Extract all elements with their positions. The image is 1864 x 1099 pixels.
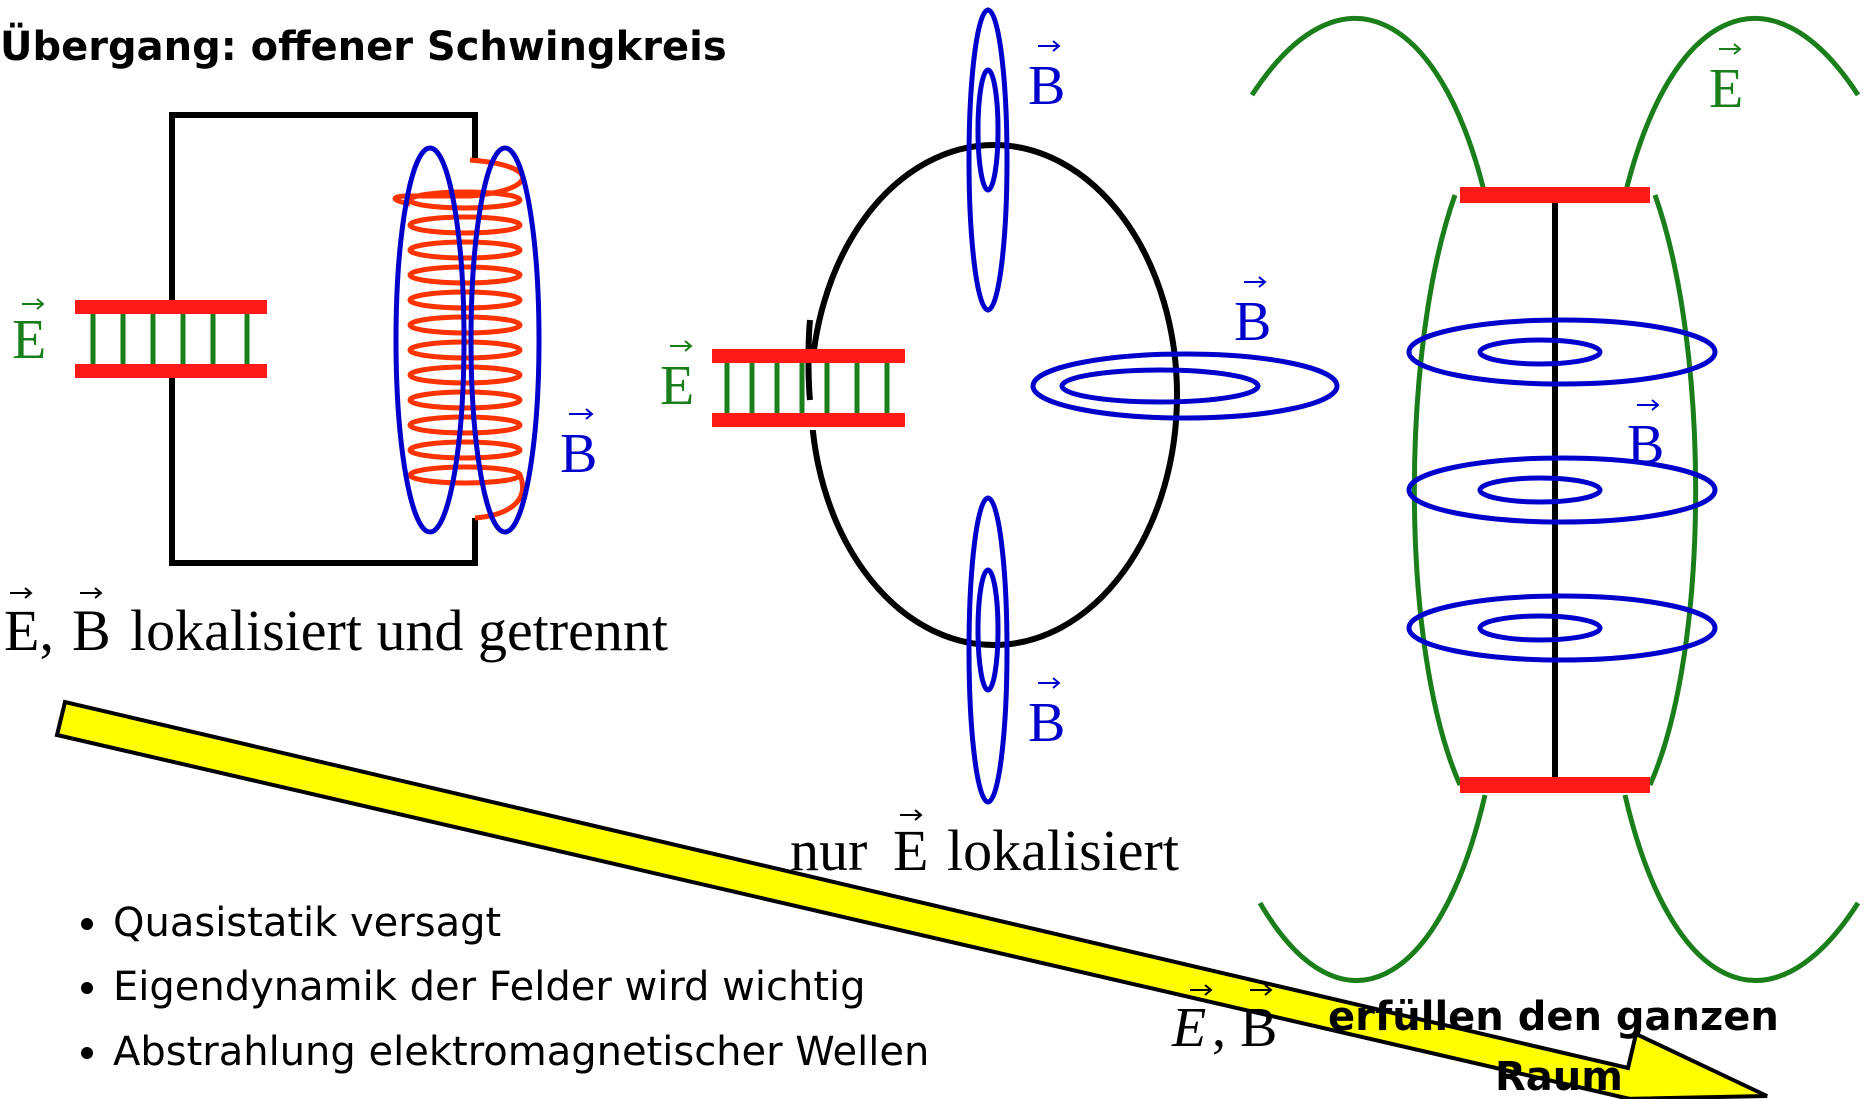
label-b-bottom: B [1028, 677, 1065, 754]
svg-text:B: B [1028, 692, 1065, 754]
ring-wire [808, 142, 1180, 648]
svg-text:E: E [1171, 997, 1206, 1059]
svg-text:B: B [1240, 997, 1277, 1059]
caption-localized-separated: E, B lokalisiert und getrennt [4, 587, 668, 663]
transition-arrow [54, 699, 1768, 1099]
svg-text:B: B [1627, 414, 1664, 476]
capacitor-ring [712, 349, 905, 427]
svg-text:B: B [560, 423, 597, 485]
ring-circuit: B B B E [660, 7, 1340, 805]
capacitor [75, 300, 267, 378]
svg-text:,: , [1212, 997, 1226, 1059]
label-e-antenna: E [1709, 43, 1743, 120]
svg-text:E: E [12, 309, 46, 371]
label-b-right: B [1234, 276, 1271, 353]
b-field-loops-bottom [966, 495, 1010, 805]
bullet-dot [81, 1047, 93, 1059]
b-field-loops-coil [393, 145, 542, 535]
coil [392, 157, 526, 521]
svg-text:Raum: Raum [1495, 1054, 1623, 1099]
svg-text:B: B [1234, 291, 1271, 353]
bullet-item: Abstrahlung elektromagnetischer Wellen [113, 1029, 929, 1075]
dipole-antenna: E B [1249, 16, 1861, 983]
label-b-antenna: B [1627, 399, 1664, 476]
caption-only-e-localized: nur E lokalisiert [790, 809, 1179, 883]
b-field-loops-right [1030, 351, 1340, 421]
svg-text:E: E [1709, 58, 1743, 120]
bullet-dot [81, 918, 93, 930]
b-field-loops-antenna [1406, 317, 1718, 663]
page-title: Übergang: offener Schwingkreis [0, 22, 727, 70]
e-field-lines [90, 314, 250, 364]
label-b-top: B [1028, 40, 1065, 117]
circuit-wire [169, 112, 478, 566]
lc-circuit: E B [12, 112, 597, 566]
bullet-item: Eigendynamik der Felder wird wichtig [113, 964, 866, 1010]
svg-text:E, B lokalisiert u: E, B lokalisiert und getrennt [4, 598, 668, 663]
svg-text:nur E lokalisiert: nur E lokalisiert [790, 818, 1179, 883]
caption-fill-space: E , B erfüllen den ganzen Raum [1171, 984, 1779, 1099]
label-b-coil: B [560, 408, 597, 485]
b-field-loops-top [966, 7, 1010, 313]
svg-text:B: B [1028, 55, 1065, 117]
svg-text:E: E [660, 355, 694, 417]
e-field-arcs [1249, 16, 1861, 983]
label-e-ring: E [660, 340, 694, 417]
svg-text:erfüllen den ganzen: erfüllen den ganzen [1328, 994, 1779, 1040]
e-field-lines [724, 363, 890, 413]
bullet-list: Quasistatik versagt Eigendynamik der Fel… [81, 900, 929, 1075]
bullet-item: Quasistatik versagt [113, 900, 501, 946]
bullet-dot [81, 982, 93, 994]
label-e-left: E [12, 298, 46, 371]
